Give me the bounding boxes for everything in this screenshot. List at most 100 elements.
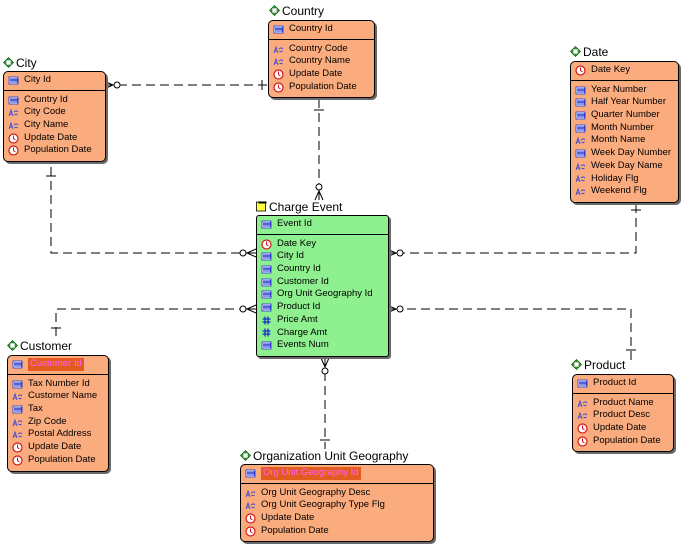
attribute-label: Zip Code [28,415,67,427]
customer-entity-title[interactable]: Customer [7,339,72,353]
attribute-row[interactable]: Tax [8,403,108,416]
attribute-row[interactable]: Update Date [573,422,673,435]
attribute-label: Week Day Number [591,147,672,159]
attribute-row[interactable]: Half Year Number [571,96,678,109]
primary-key-attribute[interactable]: Customer Id [8,358,108,371]
entity-icon [571,359,582,370]
attribute-label: Country Id [24,93,68,105]
attribute-row[interactable]: Population Date [241,525,433,538]
attribute-row[interactable]: Customer Name [8,390,108,403]
attribute-row[interactable]: Events Num [257,339,388,352]
primary-key-attribute[interactable]: Product Id [573,377,673,390]
attribute-label: Org Unit Geography Desc [261,486,371,498]
attribute-row[interactable]: Week Day Number [571,147,678,160]
entity-icon [570,46,581,57]
attribute-row[interactable]: Price Amt [257,314,388,327]
attribute-row[interactable]: Month Number [571,122,678,135]
attribute-row[interactable]: Update Date [8,441,108,454]
attribute-row[interactable]: Week Day Name [571,160,678,173]
product-entity-title[interactable]: Product [571,358,625,372]
attribute-row[interactable]: Org Unit Geography Id [257,288,388,301]
attribute-row[interactable]: City Id [257,250,388,263]
attribute-label: City Name [24,119,69,131]
attribute-row[interactable]: Holiday Flg [571,173,678,186]
primary-key-section: Product Id [573,375,673,394]
primary-key-section: Org Unit Geography Id [241,465,433,484]
attribute-row[interactable]: Update Date [4,132,105,145]
attribute-label: Update Date [24,131,78,143]
attribute-label: Update Date [28,441,82,453]
org-unit-geography-entity[interactable]: Org Unit Geography Id Org Unit Geography … [240,464,434,543]
attribute-row[interactable]: Product Name [573,397,673,410]
attribute-label: Org Unit Geography Id [277,288,373,300]
primary-key-attribute[interactable]: Org Unit Geography Id [241,467,433,480]
attribute-label: Customer Name [28,390,98,402]
primary-key-attribute[interactable]: City Id [4,74,105,87]
attribute-row[interactable]: City Code [4,106,105,119]
attribute-row[interactable]: Month Name [571,134,678,147]
attribute-row[interactable]: Zip Code [8,416,108,429]
attribute-row[interactable]: Country Id [257,263,388,276]
entity-icon [3,57,14,68]
primary-key-section: Date Key [571,62,678,81]
attribute-label: Population Date [593,434,661,446]
attribute-row[interactable]: Product Desc [573,409,673,422]
attribute-row[interactable]: Country Code [269,43,374,56]
attribute-label: Org Unit Geography Type Flg [261,499,385,511]
attribute-row[interactable]: Country Id [4,94,105,107]
charge-event-entity-title[interactable]: Charge Event [256,200,342,214]
attribute-row[interactable]: Country Name [269,55,374,68]
primary-key-section: City Id [4,72,105,91]
attribute-label: Charge Amt [277,326,328,338]
attribute-row[interactable]: Population Date [8,454,108,467]
attribute-row[interactable]: Customer Id [257,276,388,289]
attribute-label: Month Name [591,134,646,146]
entity-icon [269,5,280,16]
primary-key-attribute[interactable]: Event Id [257,218,388,231]
attribute-row[interactable]: Postal Address [8,428,108,441]
attribute-row[interactable]: Update Date [241,512,433,525]
attribute-label: Holiday Flg [591,172,639,184]
attribute-row[interactable]: Charge Amt [257,327,388,340]
attribute-row[interactable]: Population Date [573,435,673,448]
attribute-label: City Code [24,106,66,118]
attribute-row[interactable]: Tax Number Id [8,378,108,391]
city-entity-title[interactable]: City [3,56,37,70]
attribute-row[interactable]: Date Key [257,238,388,251]
attribute-label: Customer Id [277,275,329,287]
attribute-label: Date Key [277,237,317,249]
primary-key-attribute[interactable]: Country Id [269,23,374,36]
date-entity-title[interactable]: Date [570,45,608,59]
attribute-row[interactable]: Org Unit Geography Desc [241,487,433,500]
attribute-label: Product Name [593,396,654,408]
link-city-charge-event [50,167,256,254]
optional-cardinality-mark [315,183,323,191]
attribute-row[interactable]: Quarter Number [571,109,678,122]
link-customer-charge-event [55,308,256,336]
attribute-row[interactable]: Update Date [269,68,374,81]
attribute-row[interactable]: Population Date [4,144,105,157]
attribute-label: Year Number [591,83,647,95]
attribute-row[interactable]: Product Id [257,301,388,314]
attribute-row[interactable]: Population Date [269,81,374,94]
attribute-row[interactable]: City Name [4,119,105,132]
attribute-label: Update Date [261,512,315,524]
attribute-row[interactable]: Weekend Flg [571,185,678,198]
country-entity-title[interactable]: Country [269,4,324,18]
attribute-label: Update Date [289,68,343,80]
link-product-charge-event [387,308,632,360]
attribute-row[interactable]: Year Number [571,84,678,97]
attribute-row[interactable]: Org Unit Geography Type Flg [241,499,433,512]
primary-key-section: Event Id [257,216,388,235]
primary-key-attribute[interactable]: Date Key [571,64,678,77]
org-unit-geography-entity-title[interactable]: Organization Unit Geography [240,449,408,463]
